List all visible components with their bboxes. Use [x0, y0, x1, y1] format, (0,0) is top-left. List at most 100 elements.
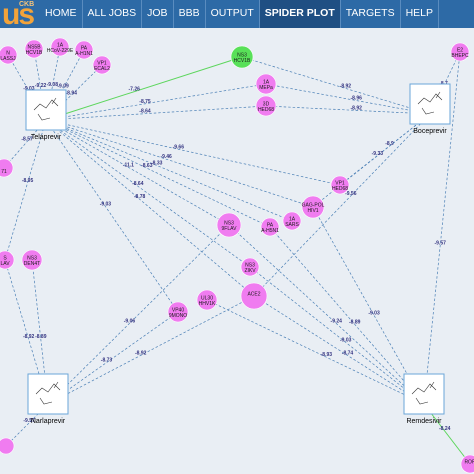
target-circle[interactable] — [167, 301, 189, 323]
target-circle[interactable] — [260, 217, 280, 237]
nav-item-bbb[interactable]: BBB — [174, 0, 206, 28]
molecule-structure-icon — [417, 91, 443, 115]
target-circle[interactable] — [0, 45, 18, 65]
target-circle[interactable] — [240, 282, 268, 310]
nav-item-output[interactable]: OUTPUT — [206, 0, 260, 28]
drug-node[interactable]: Telaprevir — [25, 89, 67, 141]
edge-line[interactable] — [312, 206, 425, 405]
nav-item-all-jobs[interactable]: ALL JOBS — [83, 0, 143, 28]
target-circle[interactable] — [301, 195, 325, 219]
target-node[interactable]: ROR — [460, 454, 474, 474]
edge-line[interactable] — [7, 54, 47, 121]
edge-line[interactable] — [45, 119, 251, 268]
app-logo[interactable]: us CKB — [2, 0, 35, 31]
edge-line[interactable] — [339, 113, 431, 186]
drug-structure-box[interactable] — [27, 373, 69, 415]
target-circle[interactable] — [0, 250, 15, 270]
target-circle[interactable] — [50, 37, 70, 57]
drug-name: Remdesivir — [406, 418, 442, 425]
edge-line[interactable] — [45, 119, 255, 297]
nav-item-home[interactable]: HOME — [40, 0, 83, 28]
target-node[interactable]: 71 — [0, 158, 14, 178]
edge-line[interactable] — [312, 113, 431, 208]
edge-line[interactable] — [47, 295, 255, 405]
edge-line[interactable] — [45, 119, 341, 186]
target-circle[interactable] — [450, 42, 470, 62]
target-node[interactable]: PAA-H1N1 — [74, 40, 94, 60]
edge-score-label: -9.56 — [345, 191, 357, 197]
edge-line[interactable] — [45, 56, 243, 121]
edge-line[interactable] — [47, 224, 230, 405]
target-circle[interactable] — [240, 257, 260, 277]
target-node[interactable] — [0, 437, 15, 455]
target-circle[interactable] — [196, 289, 218, 311]
edge-line[interactable] — [228, 224, 425, 405]
edge-line[interactable] — [45, 119, 230, 226]
edge-line[interactable] — [45, 105, 267, 121]
drug-structure-box[interactable] — [25, 89, 67, 131]
edge-line[interactable] — [265, 83, 431, 115]
edge-line[interactable] — [47, 311, 179, 405]
drug-structure-box[interactable] — [403, 373, 445, 415]
target-circle[interactable] — [255, 95, 277, 117]
edge-line[interactable] — [253, 295, 425, 405]
edge-line[interactable] — [249, 266, 425, 405]
drug-structure-box[interactable] — [409, 83, 451, 125]
target-label: SARS — [285, 222, 299, 228]
edge-line[interactable] — [45, 64, 103, 121]
drug-node[interactable]: Narlaprevir — [27, 373, 69, 425]
target-node[interactable]: ACE2 — [240, 282, 268, 310]
nav-item-help[interactable]: HELP — [401, 0, 440, 28]
edge-line[interactable] — [265, 105, 431, 115]
target-label: NS3 — [224, 221, 234, 227]
drug-node[interactable]: Boceprevir — [409, 83, 451, 135]
edge-line[interactable] — [45, 83, 267, 121]
edge-line[interactable] — [45, 119, 314, 208]
nav-item-spider-plot[interactable]: SPIDER PLOT — [259, 0, 341, 28]
target-circle[interactable] — [24, 39, 44, 59]
target-circle[interactable] — [21, 249, 43, 271]
edge-line[interactable] — [4, 119, 47, 261]
drug-node[interactable]: Remdesivir — [403, 373, 445, 425]
target-circle[interactable] — [282, 211, 302, 231]
edge-line[interactable] — [206, 299, 425, 405]
target-circle[interactable] — [255, 73, 277, 95]
target-circle[interactable] — [0, 158, 14, 178]
nav-item-targets[interactable]: TARGETS — [341, 0, 401, 28]
target-circle[interactable] — [460, 454, 474, 474]
edge-line[interactable] — [253, 113, 431, 297]
edge-line[interactable] — [423, 51, 461, 405]
edge-line[interactable] — [45, 119, 293, 222]
edge-line[interactable] — [269, 226, 425, 405]
target-circle[interactable] — [230, 45, 254, 69]
nav-item-job[interactable]: JOB — [142, 0, 174, 28]
target-circle[interactable] — [216, 212, 242, 238]
edge-line[interactable] — [45, 119, 179, 313]
target-circle[interactable] — [92, 55, 112, 75]
target-circle[interactable] — [0, 437, 15, 455]
edge-line[interactable] — [33, 48, 47, 121]
edge-line[interactable] — [241, 56, 431, 115]
target-node[interactable]: PAA-H5N1 — [260, 217, 280, 237]
edge-line[interactable] — [45, 119, 271, 228]
target-circle[interactable] — [74, 40, 94, 60]
edge-line[interactable] — [45, 46, 61, 121]
target-circle[interactable] — [330, 175, 350, 195]
